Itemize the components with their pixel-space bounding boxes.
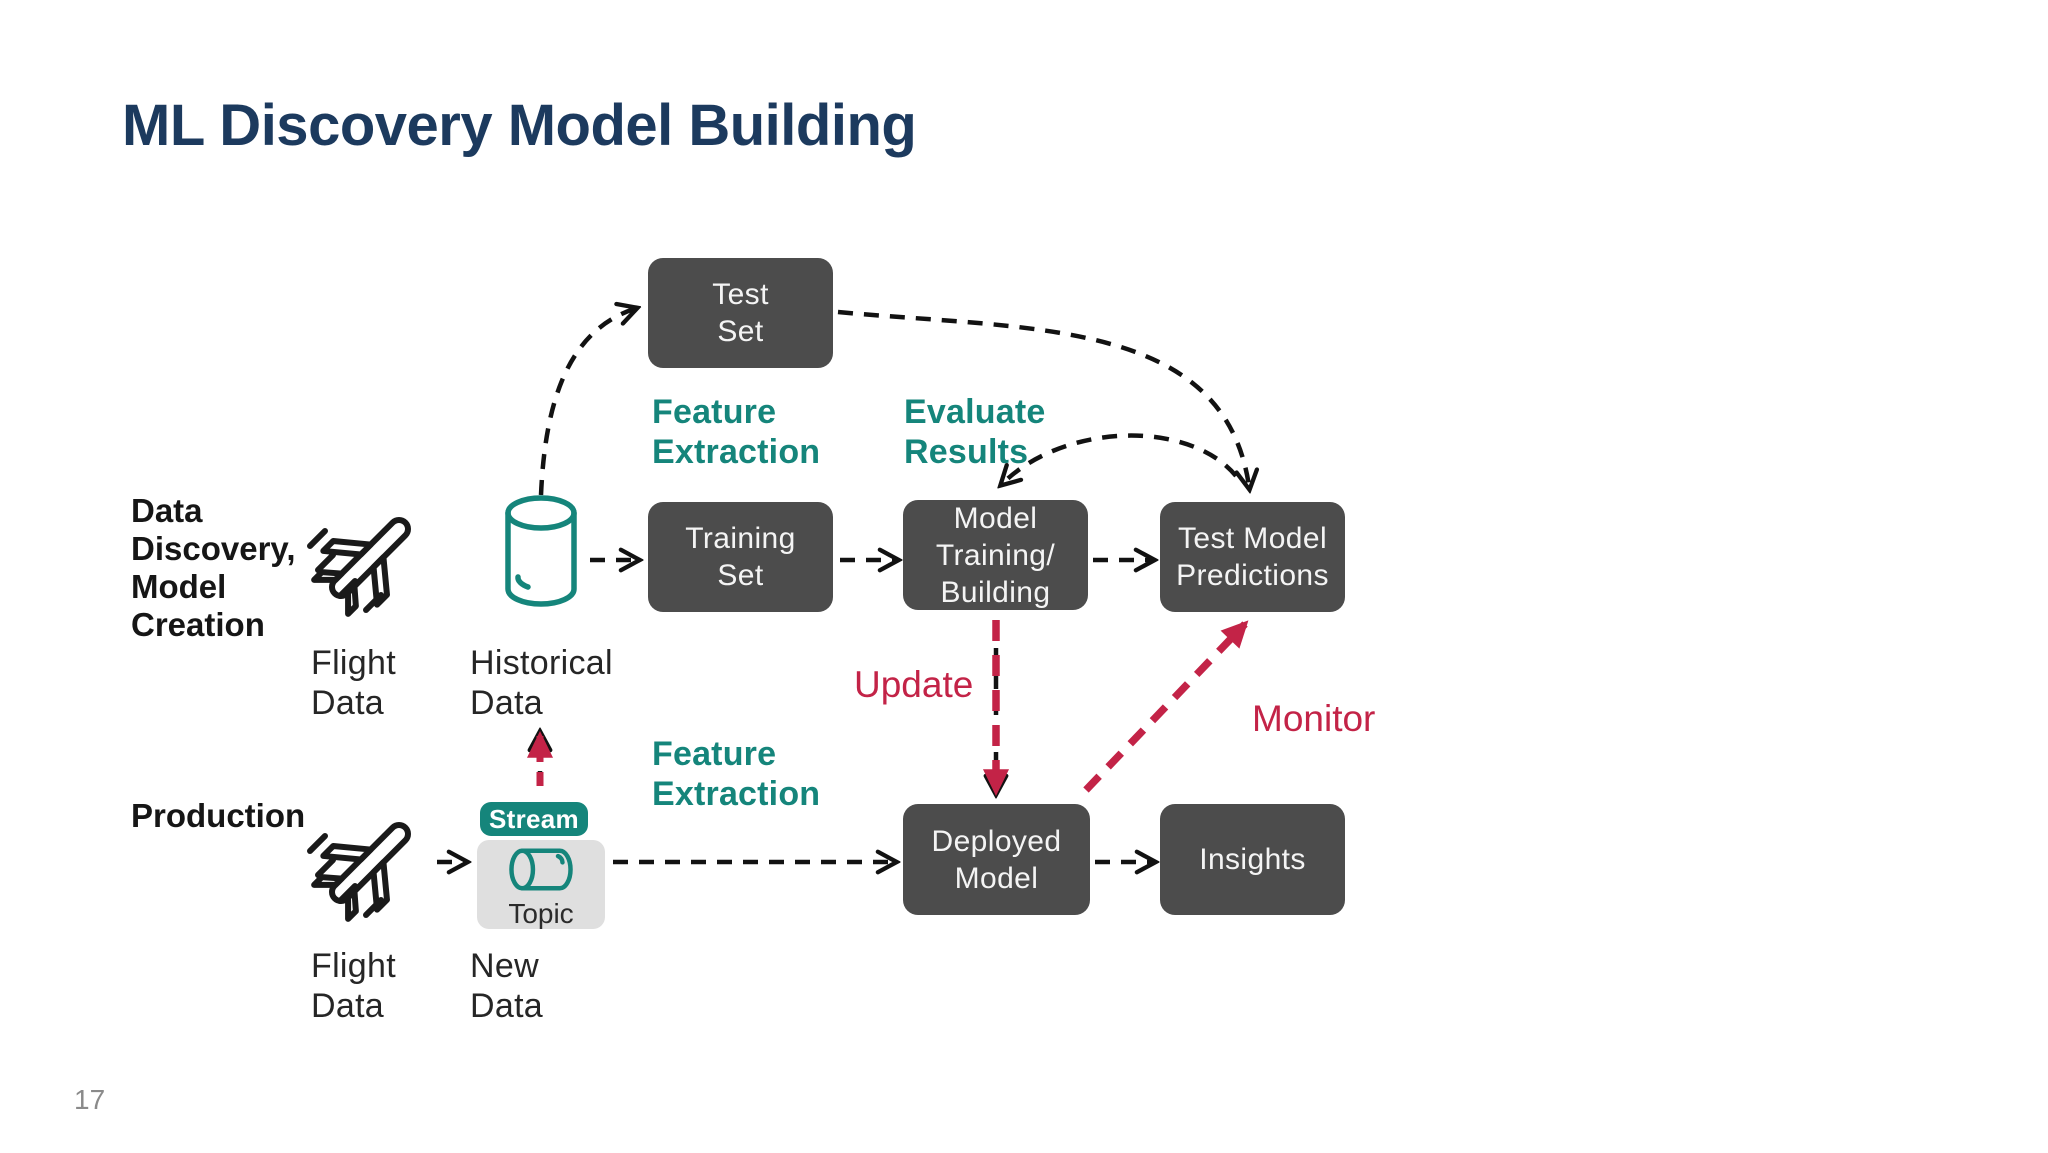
caption-new-data: New Data — [470, 947, 544, 1025]
topic-cylinder-icon — [507, 846, 575, 898]
caption-historical-data: Historical Data — [470, 644, 613, 722]
section-label-production: Production — [131, 797, 306, 834]
node-model-training: Model Training/ Building — [903, 500, 1088, 610]
label-feature-extraction-bottom: Feature Extraction — [652, 735, 821, 813]
label-feature-extraction-top: Feature Extraction — [652, 393, 821, 471]
label-update: Update — [854, 664, 974, 705]
label-evaluate-results: Evaluate Results — [904, 393, 1046, 471]
page-title: ML Discovery Model Building — [122, 93, 917, 158]
topic-box: Topic — [477, 840, 605, 929]
label-monitor: Monitor — [1252, 698, 1376, 739]
page-number: 17 — [74, 1084, 106, 1115]
database-cylinder-icon — [501, 492, 581, 621]
caption-flight-data-top: Flight Data — [311, 644, 396, 722]
node-deployed-model: Deployed Model — [903, 804, 1090, 915]
node-training-set: Training Set — [648, 502, 833, 612]
section-label-discovery: Data Discovery, Model Creation — [131, 492, 296, 643]
edge-monitor — [1083, 620, 1249, 793]
edge-historical-to-testset — [538, 309, 634, 496]
stream-badge: Stream — [480, 802, 588, 836]
node-insights: Insights — [1160, 804, 1345, 915]
airplane-icon — [298, 793, 433, 953]
caption-flight-data-bottom: Flight Data — [311, 947, 396, 1025]
topic-label: Topic — [508, 898, 574, 929]
node-test-set: Test Set — [648, 258, 833, 368]
airplane-icon — [298, 488, 433, 648]
node-test-model-predictions: Test Model Predictions — [1160, 502, 1345, 612]
